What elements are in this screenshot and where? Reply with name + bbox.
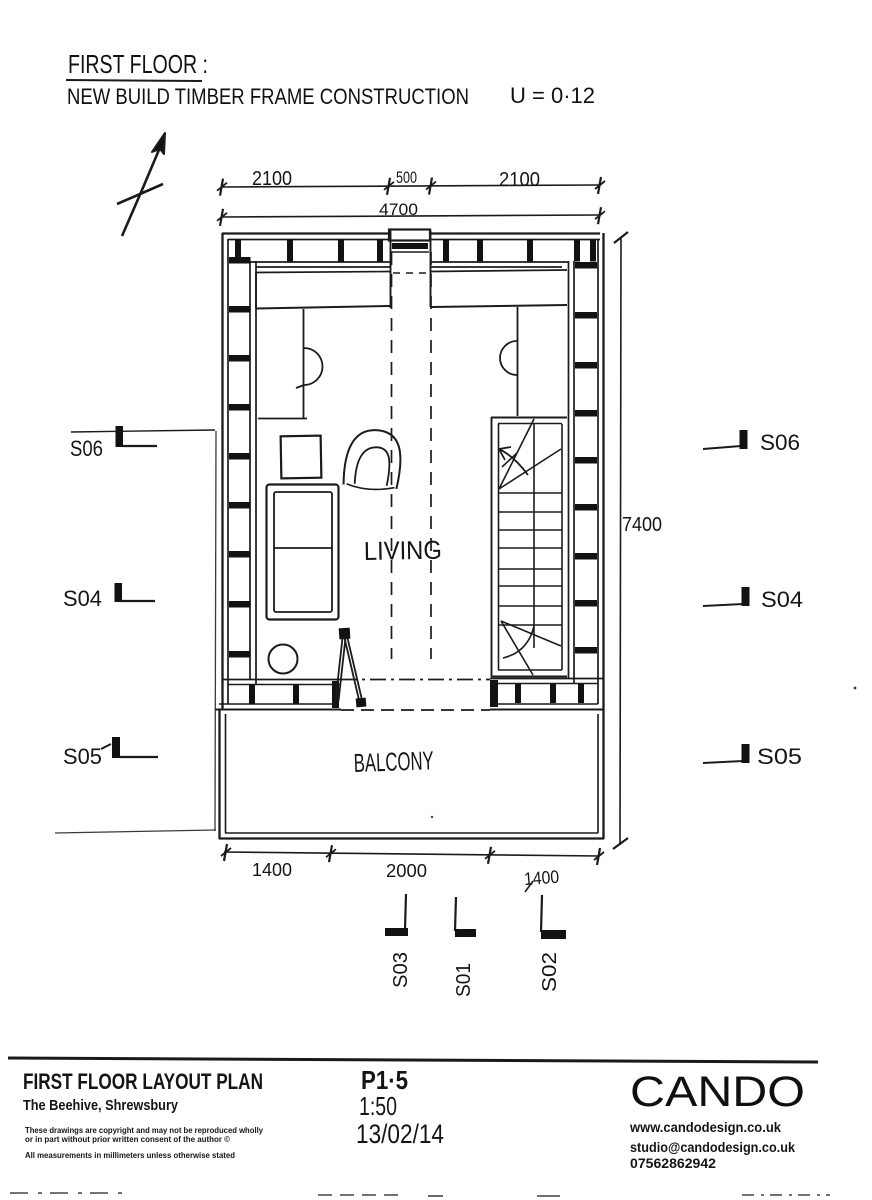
svg-text:CANDO: CANDO [630,1068,805,1116]
svg-text:All measurements in millimeter: All measurements in millimeters unless o… [25,1151,235,1160]
svg-text:S03: S03 [390,952,412,988]
svg-text:S04: S04 [761,587,803,612]
svg-text:www.candodesign.co.uk: www.candodesign.co.uk [629,1119,781,1135]
svg-text:07562862942: 07562862942 [630,1155,716,1171]
svg-text:7400: 7400 [622,514,662,536]
svg-text:1:50: 1:50 [359,1091,397,1121]
svg-text:studio@candodesign.co.uk: studio@candodesign.co.uk [630,1139,795,1155]
svg-text:4700: 4700 [379,200,418,219]
svg-text:500: 500 [396,168,417,187]
svg-text:These drawings are copyright a: These drawings are copyright and may not… [25,1126,264,1135]
svg-text:S06: S06 [70,436,103,461]
svg-text:2000: 2000 [386,861,427,881]
svg-text:LIVING: LIVING [364,535,443,566]
svg-text:S04: S04 [63,586,102,611]
svg-text:NEW BUILD TIMBER FRAME CONSTRU: NEW BUILD TIMBER FRAME CONSTRUCTION [67,84,469,109]
svg-text:2100: 2100 [499,169,540,191]
svg-text:S05: S05 [757,744,802,769]
svg-text:2100: 2100 [252,168,292,190]
svg-text:FIRST FLOOR :: FIRST FLOOR : [68,49,208,79]
svg-text:P1·5: P1·5 [361,1065,408,1095]
svg-text:S02: S02 [539,952,561,992]
svg-text:S06: S06 [760,430,800,455]
svg-text:or in part without prior writt: or in part without prior written consent… [25,1135,230,1144]
svg-text:1400: 1400 [523,867,559,889]
svg-text:13/02/14: 13/02/14 [356,1119,444,1149]
svg-text:S01: S01 [453,963,475,997]
svg-text:FIRST FLOOR LAYOUT PLAN: FIRST FLOOR LAYOUT PLAN [23,1069,263,1094]
svg-text:1400: 1400 [252,860,292,880]
svg-text:U = 0·12: U = 0·12 [510,83,595,108]
svg-text:S05: S05 [63,744,102,769]
svg-text:BALCONY: BALCONY [353,745,434,778]
svg-text:The Beehive, Shrewsbury: The Beehive, Shrewsbury [23,1098,178,1114]
